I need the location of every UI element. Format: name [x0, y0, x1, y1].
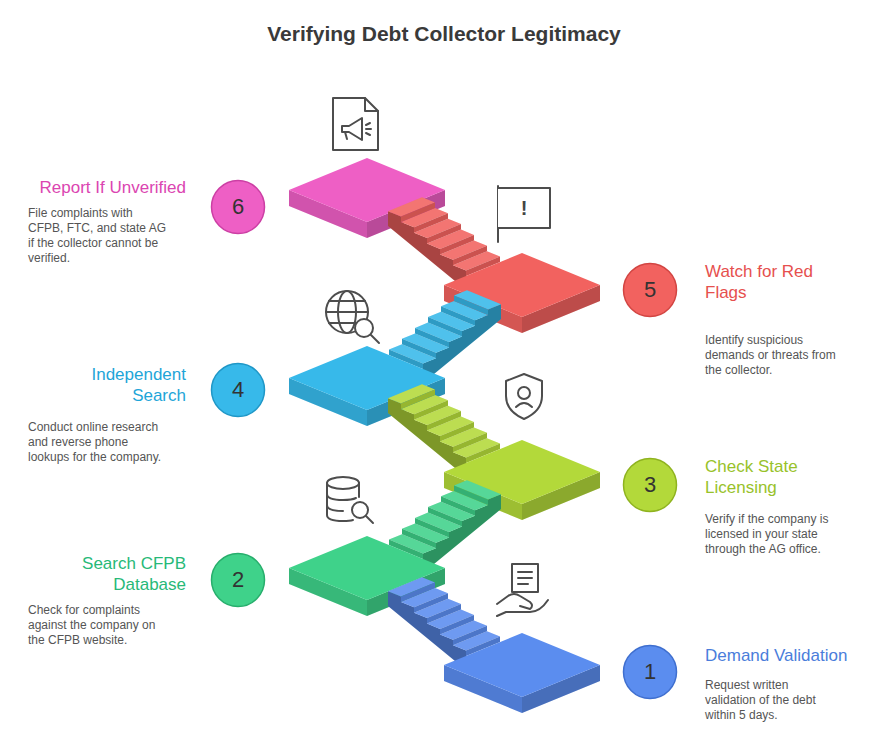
flag-icon [498, 186, 550, 242]
shield-icon [506, 374, 542, 419]
step-circle: 2Search CFPB DatabaseCheck for complaint… [210, 552, 266, 608]
step-heading: Report If Unverified [21, 177, 186, 198]
step-heading: Watch for Red Flags [705, 261, 855, 303]
platform [444, 633, 600, 713]
step-description: Verify if the company is licensed in you… [705, 512, 840, 557]
step-number: 4 [210, 362, 266, 418]
step-description: Request written validation of the debt w… [705, 678, 840, 723]
step-number: 5 [622, 262, 678, 318]
step-number: 1 [622, 644, 678, 700]
icon-symbol: ! [512, 196, 536, 220]
step-circle: 1Demand ValidationRequest written valida… [622, 644, 678, 700]
step-description: Check for complaints against the company… [28, 603, 168, 648]
document-hand-icon [497, 564, 548, 616]
step-circle: 6Report If UnverifiedFile complaints wit… [210, 179, 266, 235]
step-heading: Check State Licensing [705, 456, 855, 498]
diagram-title: Verifying Debt Collector Legitimacy [0, 22, 888, 46]
step-number: 3 [622, 457, 678, 513]
step-number: 2 [210, 552, 266, 608]
step-circle: 4Independent SearchConduct online resear… [210, 362, 266, 418]
step-heading: Demand Validation [705, 645, 875, 666]
step-circle: 5Watch for Red FlagsIdentify suspicious … [622, 262, 678, 318]
step-description: Identify suspicious demands or threats f… [705, 333, 840, 378]
step-description: File complaints with CFPB, FTC, and stat… [28, 206, 169, 266]
globe-search-icon [326, 291, 379, 343]
step-number: 6 [210, 179, 266, 235]
step-heading: Search CFPB Database [36, 553, 186, 595]
report-icon [333, 98, 378, 150]
step-circle: 3Check State LicensingVerify if the comp… [622, 457, 678, 513]
step-description: Conduct online research and reverse phon… [28, 420, 168, 465]
database-search-icon [327, 477, 373, 523]
step-heading: Independent Search [46, 364, 186, 406]
